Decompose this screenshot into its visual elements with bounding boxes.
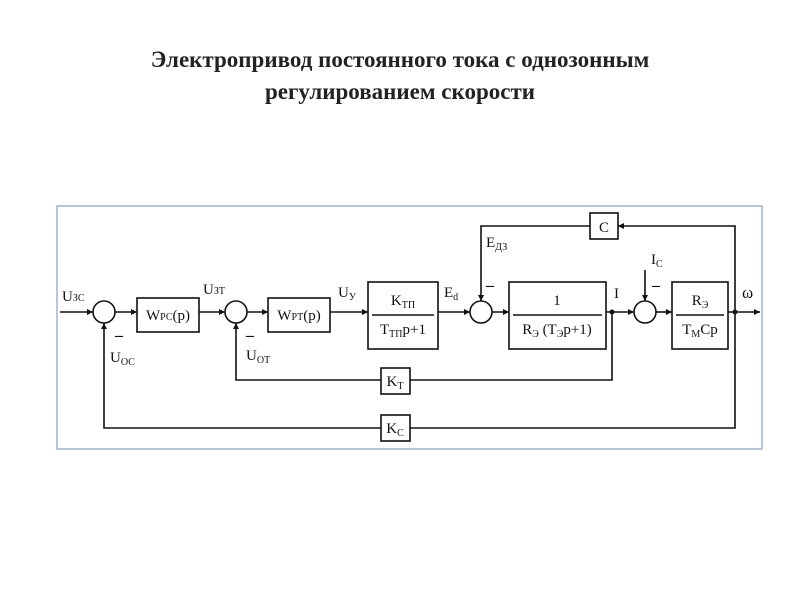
current-feedback-label: KТ (387, 374, 404, 392)
label-u-os: UОС (110, 350, 135, 368)
motor-numerator: RЭ (692, 293, 709, 311)
minus-sign-speed: – (114, 327, 124, 344)
speed-regulator-block (136, 297, 200, 333)
branch-point-current (609, 309, 615, 315)
current-feedback-block (380, 367, 411, 395)
label-i: I (614, 286, 619, 302)
armature-denominator: RЭ (TЭp+1) (522, 322, 592, 340)
label-e-dz: EДЗ (486, 235, 507, 253)
summing-junction-load (633, 300, 657, 324)
label-u-zs: UЗС (62, 289, 85, 305)
minus-sign-current: – (245, 327, 255, 344)
label-e-d: Ed (444, 285, 458, 303)
label-u-u: UУ (338, 285, 357, 303)
current-regulator-block (267, 297, 331, 333)
speed-regulator-label: WРС(p) (146, 308, 190, 324)
page-title: Электропривод постоянного тока с однозон… (0, 44, 800, 108)
branch-point-speed (732, 309, 738, 315)
summing-junction-emf (469, 300, 493, 324)
summing-junction-speed (92, 300, 116, 324)
minus-sign-emf: – (485, 277, 495, 294)
minus-sign-load: – (651, 277, 661, 294)
label-omega: ω (742, 283, 753, 302)
current-regulator-label: WРТ(p) (277, 308, 320, 324)
label-i-c: IС (651, 252, 663, 270)
label-u-ot: UОТ (246, 348, 270, 366)
diagram-frame (56, 205, 763, 450)
title-line-1: Электропривод постоянного тока с однозон… (150, 47, 650, 72)
emf-feedback-label: C (599, 220, 609, 236)
armature-numerator: 1 (553, 293, 561, 309)
label-u-zt: UЗТ (203, 282, 225, 298)
speed-feedback-label: KС (386, 421, 404, 439)
summing-junction-current (224, 300, 248, 324)
motor-denominator: TМCp (682, 322, 718, 340)
converter-numerator: KТП (391, 293, 415, 311)
converter-denominator: TТПp+1 (380, 322, 426, 340)
title-line-2: регулированием скорости (264, 79, 535, 104)
